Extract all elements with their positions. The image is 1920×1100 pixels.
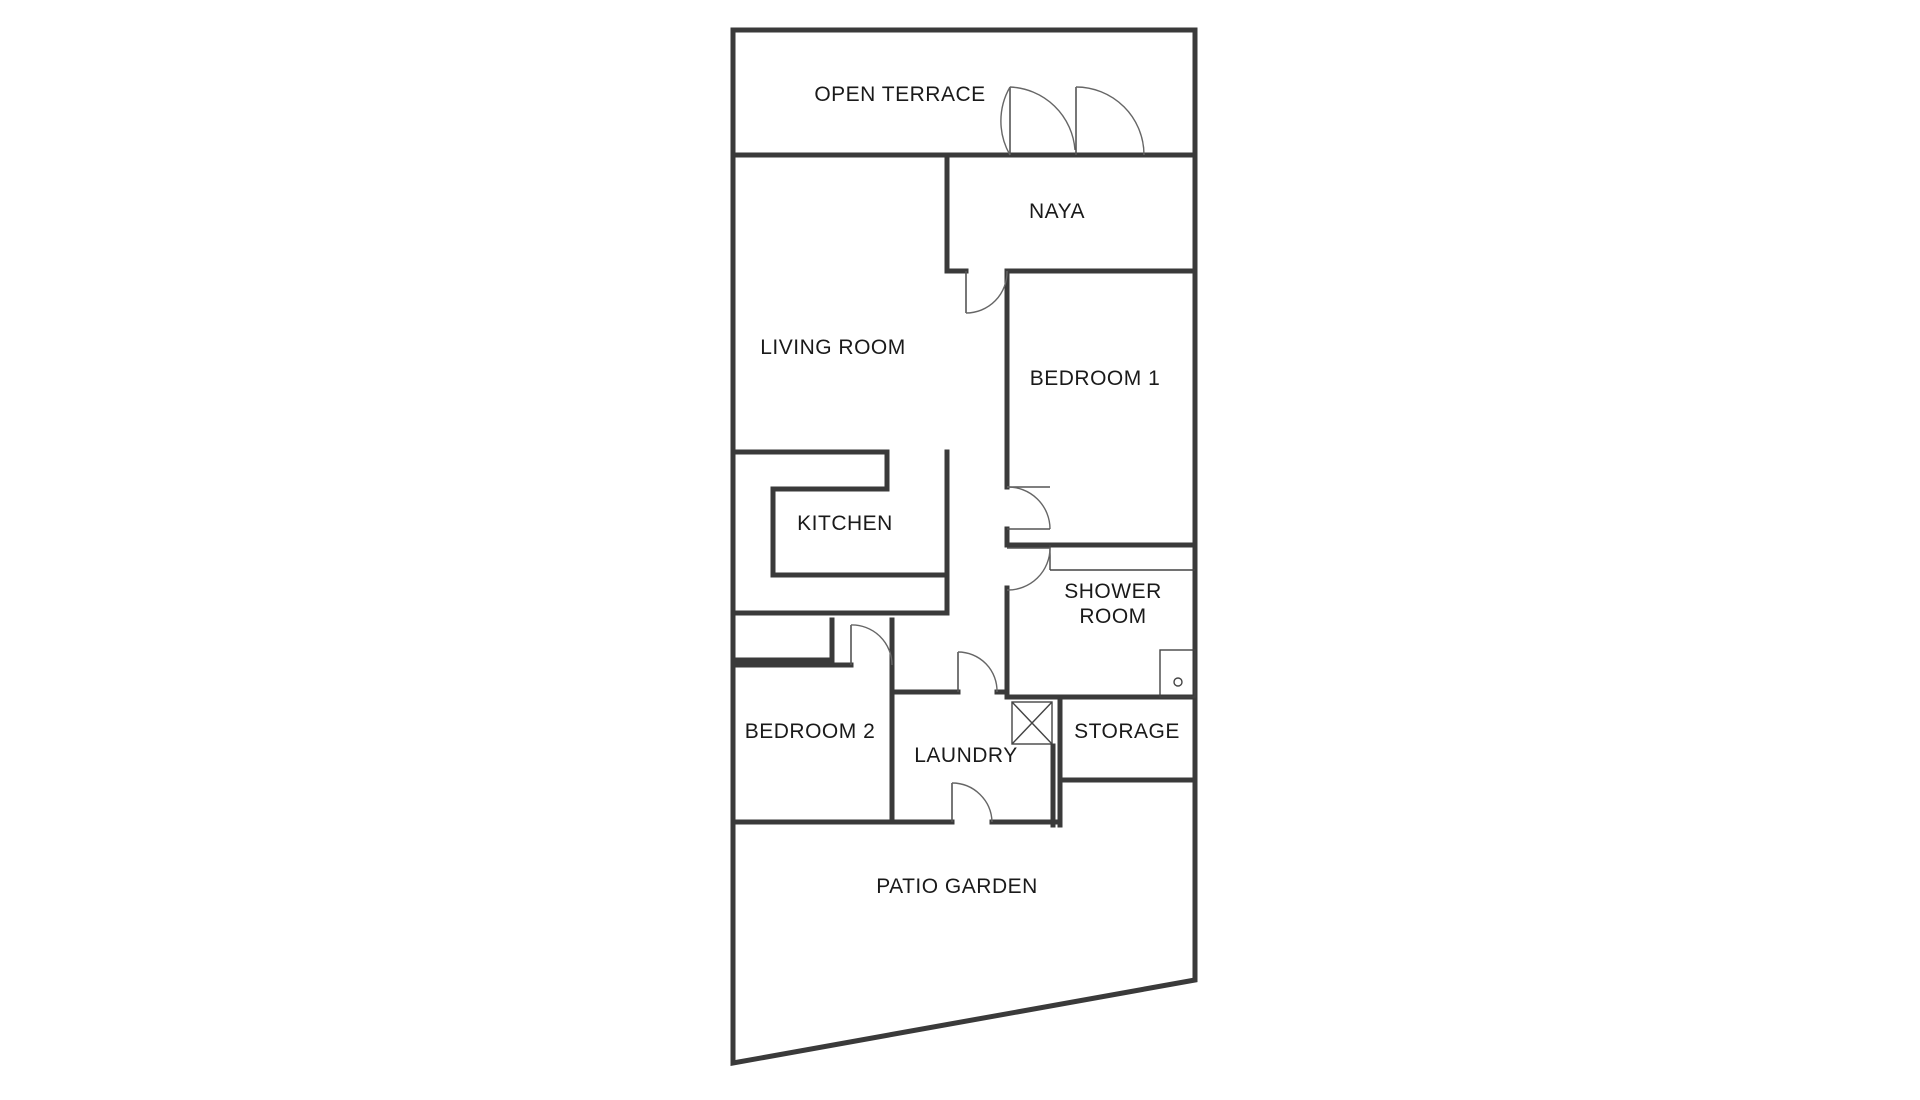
label-kitchen: KITCHEN — [797, 512, 893, 535]
label-living-room: LIVING ROOM — [760, 336, 906, 359]
laundry-door-bottom-arc — [951, 782, 993, 823]
shower-drain-icon — [1173, 677, 1183, 687]
label-shower-room-line2: ROOM — [1079, 605, 1146, 628]
label-open-terrace: OPEN TERRACE — [814, 83, 985, 106]
label-shower-room-line1: SHOWER — [1064, 580, 1162, 603]
label-storage: STORAGE — [1074, 720, 1180, 743]
label-bedroom-1: BEDROOM 1 — [1030, 367, 1161, 390]
laundry-door-top-arc — [957, 651, 998, 693]
duct-cross-2 — [1011, 701, 1053, 745]
shower-tray — [1159, 649, 1196, 698]
outer-wall — [730, 27, 1198, 1066]
terrace-door-arc-right — [1075, 86, 1145, 156]
naya-wall — [944, 152, 969, 274]
shower-door-arc — [1006, 547, 1051, 591]
label-laundry: LAUNDRY — [914, 744, 1017, 767]
label-naya: NAYA — [1029, 200, 1085, 223]
label-bedroom-2: BEDROOM 2 — [745, 720, 876, 743]
bedroom1-door-arc — [1006, 486, 1051, 530]
kitchen-east-wall — [730, 449, 950, 616]
duct-box — [1011, 701, 1053, 745]
bedroom2-door-arc — [850, 624, 893, 666]
terrace-door-arc-left — [1000, 86, 1076, 156]
kitchen-top-wall — [730, 449, 950, 578]
kitchen-lower-wall — [730, 617, 835, 663]
naya-door-arc — [965, 270, 1008, 314]
label-patio-garden: PATIO GARDEN — [876, 875, 1038, 898]
